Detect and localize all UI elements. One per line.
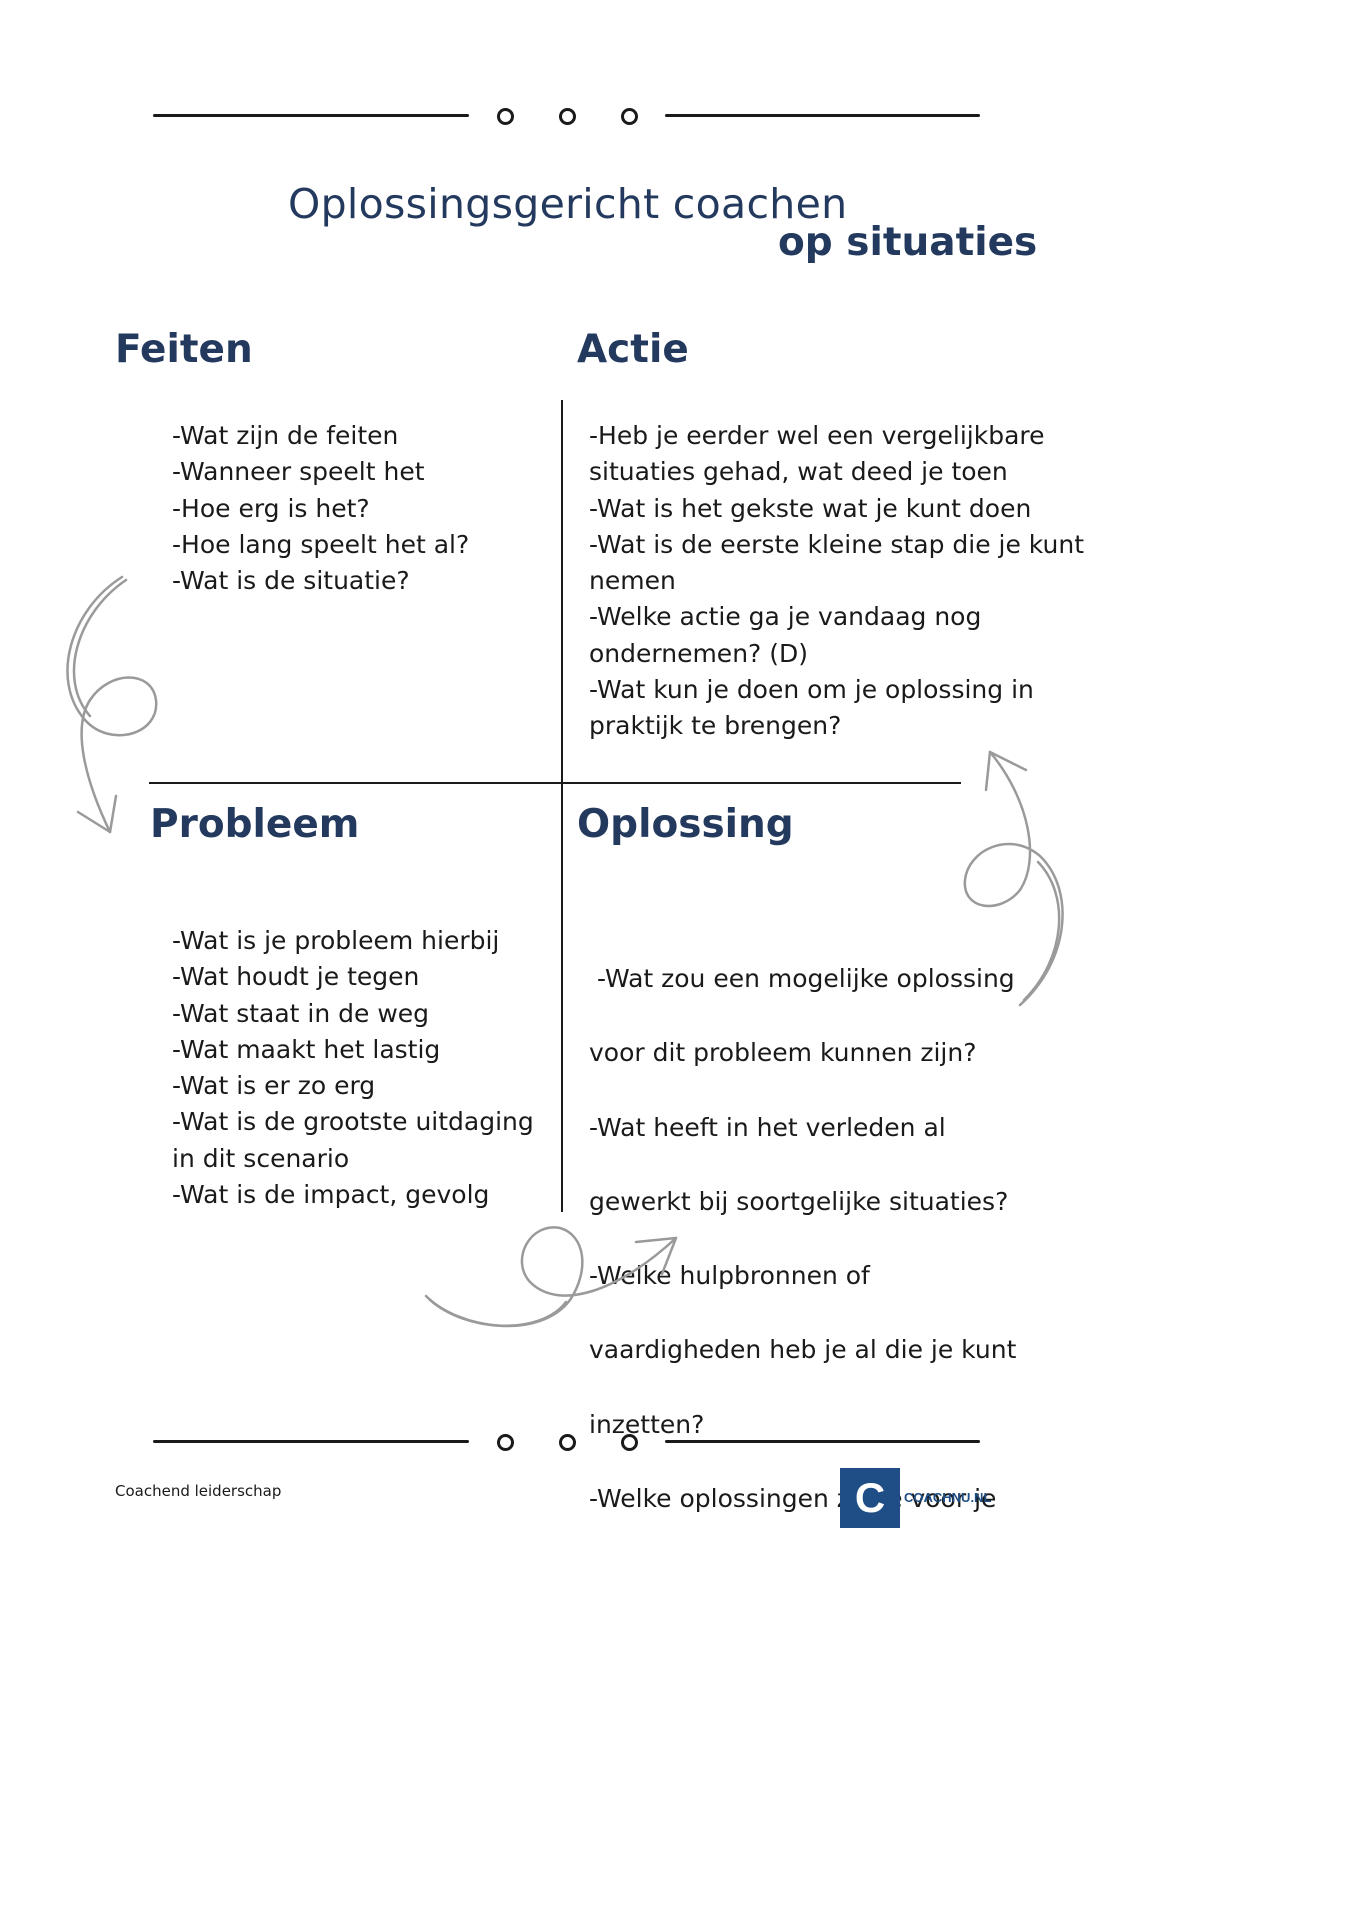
actie-list: -Heb je eerder wel een vergelijkbare sit… bbox=[589, 418, 1084, 745]
list-item: voor dit probleem kunnen zijn? bbox=[589, 1038, 977, 1068]
grid-horizontal-line bbox=[149, 782, 961, 784]
list-item: -Wat is je probleem hierbij bbox=[172, 926, 500, 955]
list-item: -Wat zijn de feiten bbox=[172, 421, 399, 450]
ring-icon bbox=[559, 1434, 576, 1451]
heading-feiten: Feiten bbox=[115, 327, 253, 372]
list-item: -Wat zou een mogelijke oplossing bbox=[589, 964, 1015, 993]
list-item: -Wat kun je doen om je oplossing in bbox=[589, 675, 1034, 705]
list-item: nemen bbox=[589, 566, 676, 596]
list-item: -Hoe erg is het? bbox=[172, 493, 370, 523]
list-item: vaardigheden heb je al die je kunt bbox=[589, 1335, 1017, 1365]
list-item: ondernemen? (D) bbox=[589, 638, 809, 668]
ring-icon bbox=[621, 108, 638, 125]
bottom-divider-left bbox=[153, 1440, 469, 1443]
list-item: in dit scenario bbox=[172, 1143, 350, 1173]
heading-oplossing: Oplossing bbox=[577, 802, 794, 847]
list-item: -Wat is het gekste wat je kunt doen bbox=[589, 493, 1032, 523]
oplossing-list: -Wat zou een mogelijke oplossing voor di… bbox=[589, 923, 1016, 1536]
list-item: -Wanneer speelt het bbox=[172, 457, 425, 487]
list-item: gewerkt bij soortgelijke situaties? bbox=[589, 1186, 1009, 1216]
page-subtitle: op situaties bbox=[778, 220, 1038, 265]
list-item: -Heb je eerder wel een vergelijkbare bbox=[589, 421, 1045, 450]
feiten-list: -Wat zijn de feiten -Wanneer speelt het … bbox=[172, 418, 469, 599]
logo-icon[interactable]: C bbox=[840, 1468, 900, 1528]
list-item: -Wat staat in de weg bbox=[172, 998, 430, 1028]
list-item: -Welke actie ga je vandaag nog bbox=[589, 602, 982, 632]
list-item: -Hoe lang speelt het al? bbox=[172, 529, 470, 559]
list-item: inzetten? bbox=[589, 1409, 705, 1439]
list-item: -Wat is de grootste uitdaging bbox=[172, 1107, 534, 1137]
list-item: -Welke oplossingen zie je voor je bbox=[589, 1484, 997, 1514]
list-item: situaties gehad, wat deed je toen bbox=[589, 457, 1008, 487]
probleem-list: -Wat is je probleem hierbij -Wat houdt j… bbox=[172, 923, 534, 1213]
list-item: -Wat is de eerste kleine stap die je kun… bbox=[589, 529, 1085, 559]
heading-actie: Actie bbox=[577, 327, 689, 372]
heading-probleem: Probleem bbox=[150, 802, 360, 847]
list-item: -Wat is de impact, gevolg bbox=[172, 1180, 490, 1210]
logo-text[interactable]: COACHNU.NL bbox=[904, 1490, 992, 1505]
top-divider-left bbox=[153, 114, 469, 117]
list-item: -Wat maakt het lastig bbox=[172, 1034, 441, 1064]
ring-icon bbox=[621, 1434, 638, 1451]
list-item: -Welke hulpbronnen of bbox=[589, 1261, 870, 1291]
page-title: Oplossingsgericht coachen bbox=[288, 180, 848, 228]
list-item: praktijk te brengen? bbox=[589, 711, 842, 741]
footer-label: Coachend leiderschap bbox=[115, 1482, 282, 1500]
list-item: -Wat houdt je tegen bbox=[172, 962, 420, 992]
grid-vertical-line bbox=[561, 400, 563, 1212]
list-item: -Wat is er zo erg bbox=[172, 1071, 376, 1101]
list-item: -Wat heeft in het verleden al bbox=[589, 1112, 946, 1142]
ring-icon bbox=[497, 108, 514, 125]
ring-icon bbox=[559, 108, 576, 125]
ring-icon bbox=[497, 1434, 514, 1451]
bottom-divider-right bbox=[665, 1440, 980, 1443]
top-divider-right bbox=[665, 114, 980, 117]
list-item: -Wat is de situatie? bbox=[172, 566, 410, 596]
